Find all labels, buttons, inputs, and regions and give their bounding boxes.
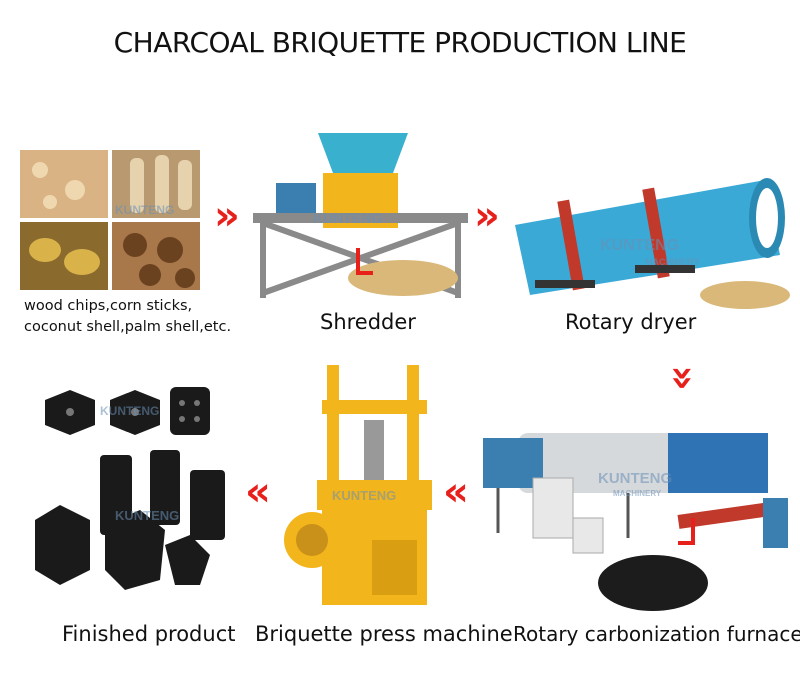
finished-product-image: KUNTENG KUNTENG: [35, 387, 225, 590]
flow-arrow-left-1: «: [245, 469, 271, 515]
shredder-image: KUNTENG: [253, 133, 468, 298]
page-title: CHARCOAL BRIQUETTE PRODUCTION LINE: [113, 26, 687, 59]
briquette-press-label: Briquette press machine: [255, 622, 513, 646]
flow-arrow-left-2: «: [443, 469, 469, 515]
flow-arrow-down: »: [659, 365, 706, 391]
watermark-subtext: MACHINERY: [645, 257, 699, 267]
raw-materials-label-line1: wood chips,corn sticks,: [24, 298, 193, 314]
carbonization-furnace-label: Rotary carbonization furnace: [513, 622, 800, 646]
briquette-press-image: KUNTENG: [284, 365, 432, 605]
carbonization-furnace-image: KUNTENG MACHINERY: [483, 433, 788, 611]
flow-arrow-right-2: »: [474, 193, 500, 239]
shredder-label: Shredder: [320, 310, 416, 334]
watermark-text: KUNTENG: [100, 404, 159, 418]
watermark-text: KUNTENG: [313, 210, 382, 226]
finished-product-label: Finished product: [62, 622, 236, 646]
flow-arrow-right-1: »: [214, 193, 240, 239]
rotary-dryer-image: KUNTENG MACHINERY: [515, 178, 790, 309]
watermark-text: KUNTENG: [598, 470, 672, 487]
watermark-text: KUNTENG: [115, 508, 179, 523]
rotary-dryer-label: Rotary dryer: [565, 310, 697, 334]
raw-materials-image: KUNTENG: [20, 150, 200, 290]
raw-materials-label: wood chips,corn sticks, coconut shell,pa…: [24, 296, 231, 338]
raw-materials-label-line2: coconut shell,palm shell,etc.: [24, 319, 232, 335]
watermark-text: KUNTENG: [332, 488, 396, 503]
watermark-subtext: MACHINERY: [613, 489, 662, 498]
watermark-text: KUNTENG: [600, 237, 679, 254]
watermark-text: KUNTENG: [115, 203, 174, 217]
